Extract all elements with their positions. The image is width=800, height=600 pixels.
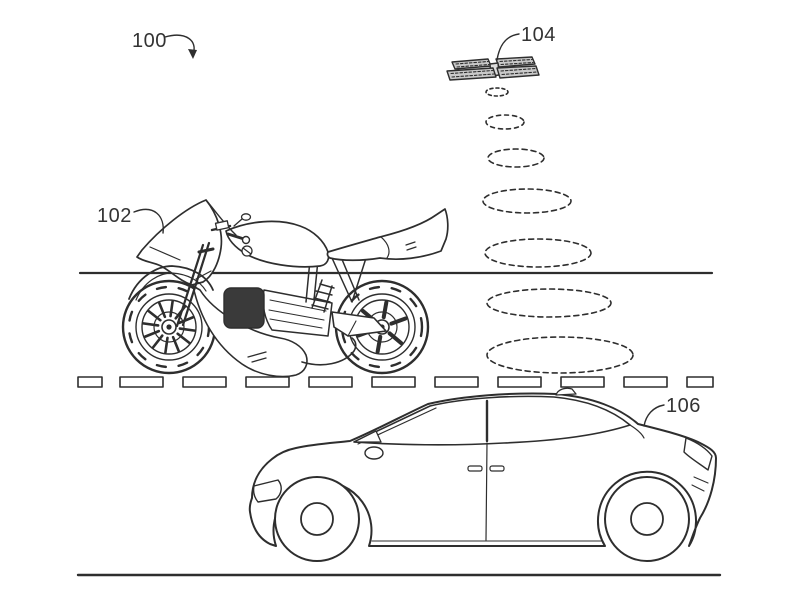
motorcycle-swingarm [331,311,387,337]
motorcycle-frame-trellis [305,256,367,313]
reference-label-106: 106 [643,395,701,427]
motorcycle-front-fender [128,265,214,301]
label-102-leader [133,208,164,234]
motorcycle-belly-fairing [192,285,308,378]
label-104-text: 104 [521,24,556,46]
car-door-handle-front [467,465,483,472]
car-vent-window [353,430,382,443]
reference-labels: 100 102 104 106 [97,24,701,427]
reference-label-104: 104 [496,24,556,61]
label-102-text: 102 [97,205,132,227]
motorcycle-drawing [121,199,449,378]
drone-rotor-stipple [450,58,538,78]
motorcycle-exhaust [301,337,357,366]
drone-downdraft-ellipses [482,87,634,374]
car-door-seam [485,442,488,541]
reference-label-102: 102 [97,205,164,234]
car-roof-antenna [555,387,577,396]
drone-drawing [446,56,540,81]
car-drawing [248,387,717,562]
motorcycle-windscreen [205,199,237,236]
road-lines [76,271,722,577]
motorcycle-seat-tail [326,208,449,262]
motorcycle-engine [262,289,333,337]
lane-divider-dashes [77,376,714,388]
motorcycle-fuel-tank [225,220,330,268]
reference-label-100: 100 [132,30,197,59]
label-106-text: 106 [666,395,701,417]
car-rear-wheel [604,476,690,562]
car-side-mirror [364,446,384,460]
motorcycle-mirror [240,213,252,221]
motorcycle-fork [175,241,215,328]
label-104-leader [496,33,520,61]
motorcycle-handlebar [210,213,252,245]
car-headlight [252,479,282,503]
label-106-leader [643,404,665,427]
car-door-handle-rear [489,465,505,472]
car-front-wheel [274,476,360,562]
label-100-arrowhead [188,49,197,59]
car-taillight [683,437,713,471]
label-100-text: 100 [132,30,167,52]
motorcycle-radiator [223,287,265,329]
